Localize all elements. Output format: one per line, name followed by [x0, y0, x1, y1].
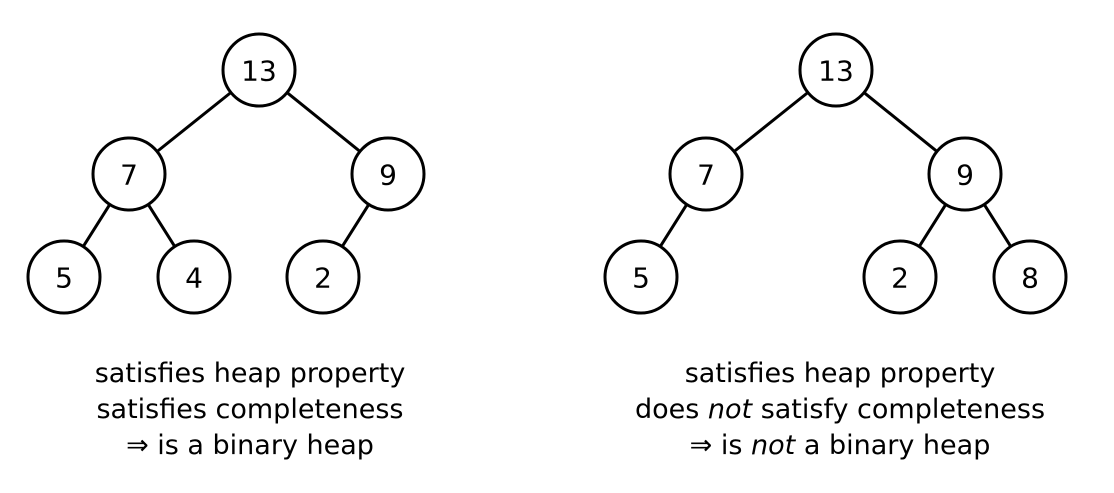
right-tree-edge-root-l: [732, 90, 810, 154]
left-caption-line-3: ⇒ is a binary heap: [126, 430, 374, 461]
right-caption-line-2-b: satisfy completeness: [752, 394, 1046, 425]
node-label: 7: [697, 159, 715, 192]
node-circle: [798, 32, 874, 108]
node-circle: [927, 136, 1003, 212]
left-tree-node-root: 13: [221, 32, 297, 108]
node-label: 9: [379, 159, 397, 192]
node-label: 13: [818, 55, 854, 88]
right-tree-node-rr: 8: [992, 239, 1068, 315]
right-tree-edge-l-ll: [658, 202, 689, 249]
node-circle: [668, 136, 744, 212]
right-caption-line-2-emphasis: not: [707, 394, 753, 425]
node-label: 2: [314, 262, 332, 295]
right-caption-line-3-b: a binary heap: [795, 430, 991, 461]
left-tree-edge-l-lr: [146, 202, 177, 249]
node-circle: [221, 32, 297, 108]
edges-layer: [81, 90, 1013, 249]
node-circle: [992, 239, 1068, 315]
right-tree-node-root: 13: [798, 32, 874, 108]
node-circle: [862, 239, 938, 315]
left-tree-edge-root-l: [155, 90, 233, 154]
right-tree-edge-r-rr: [982, 202, 1013, 249]
left-tree-node-lr: 4: [156, 239, 232, 315]
heap-trees-diagram: 13 7 9 5 4 2 13 7 9 5 2 8: [26, 32, 1068, 315]
node-circle: [26, 239, 102, 315]
node-label: 5: [55, 262, 73, 295]
node-label: 13: [241, 55, 277, 88]
right-tree-node-r: 9: [927, 136, 1003, 212]
node-label: 9: [956, 159, 974, 192]
left-caption-line-1: satisfies heap property: [94, 358, 406, 389]
right-tree-edge-r-rl: [917, 202, 948, 249]
right-caption-line-3-emphasis: not: [751, 430, 796, 461]
node-label: 7: [120, 159, 138, 192]
left-caption-line-2: satisfies completeness: [96, 394, 404, 425]
right-tree-node-rl: 2: [862, 239, 938, 315]
left-tree-node-r: 9: [350, 136, 426, 212]
right-tree-node-ll: 5: [603, 239, 679, 315]
left-tree-node-l: 7: [91, 136, 167, 212]
left-tree-node-ll: 5: [26, 239, 102, 315]
left-tree-edge-l-ll: [81, 202, 112, 249]
left-tree-node-rl: 2: [285, 239, 361, 315]
node-label: 2: [891, 262, 909, 295]
right-caption-line-3-a: ⇒ is: [689, 430, 752, 461]
node-label: 4: [185, 262, 203, 295]
right-tree-node-l: 7: [668, 136, 744, 212]
right-tree-caption: satisfies heap property does not satisfy…: [590, 356, 1090, 464]
left-tree-caption: satisfies heap property satisfies comple…: [0, 356, 500, 464]
right-caption-line-2-a: does: [634, 394, 708, 425]
node-circle: [350, 136, 426, 212]
node-circle: [91, 136, 167, 212]
node-circle: [285, 239, 361, 315]
right-caption-line-3: ⇒ is not a binary heap: [590, 428, 1090, 464]
node-label: 8: [1021, 262, 1039, 295]
node-circle: [156, 239, 232, 315]
left-tree-edge-root-r: [285, 91, 362, 153]
node-label: 5: [632, 262, 650, 295]
node-circle: [603, 239, 679, 315]
left-tree-edge-r-rl: [340, 202, 371, 249]
right-tree-edge-root-r: [862, 91, 939, 153]
right-caption-line-2: does not satisfy completeness: [590, 392, 1090, 428]
nodes-layer: 13 7 9 5 4 2 13 7 9 5 2 8: [26, 32, 1068, 315]
right-caption-line-1: satisfies heap property: [684, 358, 996, 389]
